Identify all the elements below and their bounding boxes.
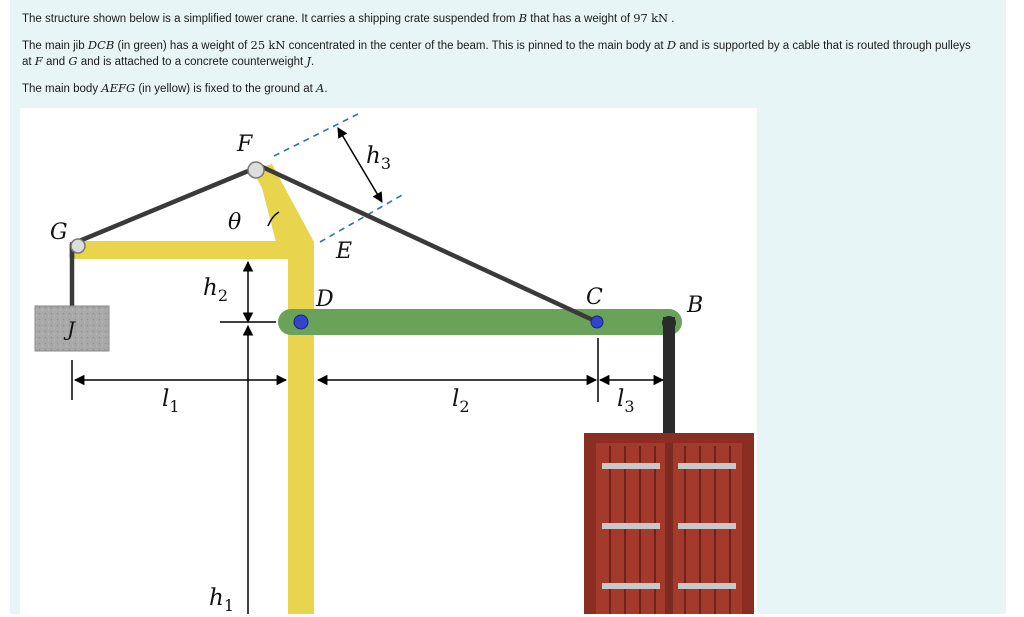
h3-dimension-arrow xyxy=(337,127,383,203)
theta-arc xyxy=(267,211,280,227)
crate-lock-bar xyxy=(678,523,736,529)
dim-subscript: 2 xyxy=(218,286,228,305)
text-segment: and xyxy=(42,56,69,68)
main-body-apex xyxy=(252,164,314,260)
math-var-f: F xyxy=(34,54,43,68)
text-segment: . xyxy=(668,13,675,25)
math-var-d: D xyxy=(666,38,677,52)
math-var-b: B xyxy=(518,11,528,25)
text-segment: The main jib xyxy=(22,40,88,52)
math-var-dcb: DCB xyxy=(87,38,115,52)
text-segment: and is attached to a concrete counterwei… xyxy=(77,56,307,68)
dim-subscript: 2 xyxy=(459,397,469,416)
pulley-g xyxy=(70,238,86,254)
label-l1: l1 xyxy=(162,386,180,416)
counterweight-j xyxy=(34,305,110,352)
crate-lock-bar xyxy=(678,463,736,469)
text-segment: concentrated in the center of the beam. … xyxy=(285,40,667,52)
label-d: D xyxy=(315,287,334,312)
weight-unit: kN xyxy=(268,38,286,52)
label-j: J xyxy=(63,317,76,341)
dim-var: h xyxy=(203,275,218,301)
pin-d xyxy=(293,314,309,330)
dim-var: l xyxy=(617,386,624,412)
math-var-g: G xyxy=(68,54,78,68)
hoist-cable xyxy=(663,317,675,447)
pulley-f xyxy=(247,161,265,179)
question-panel: The structure shown below is a simplifie… xyxy=(10,0,1006,614)
text-segment: . xyxy=(324,83,328,95)
label-h3: h3 xyxy=(366,143,391,173)
crate-lock-bar xyxy=(602,523,660,529)
label-theta: θ xyxy=(228,210,241,235)
crate-lock-bar xyxy=(678,583,736,589)
math-var-j: J xyxy=(306,54,312,68)
label-l2: l2 xyxy=(452,386,470,416)
hoist-sheave xyxy=(662,316,676,330)
jib-weight-value: 25 xyxy=(250,38,266,52)
label-e: E xyxy=(335,239,352,264)
dim-subscript: 3 xyxy=(381,154,391,173)
label-h2: h2 xyxy=(203,275,228,305)
crane-diagram: F G E D C B J θ h3 h2 h1 l1 l2 l3 xyxy=(20,108,757,614)
label-b: B xyxy=(686,293,703,318)
crate-left-post xyxy=(584,433,596,614)
problem-paragraph-2: The main jib DCB (in green) has a weight… xyxy=(22,38,982,70)
crate-door-seam xyxy=(665,443,673,614)
text-segment: (in yellow) is fixed to the ground at xyxy=(135,83,317,95)
dim-subscript: 3 xyxy=(624,397,634,416)
text-segment: The main body xyxy=(22,83,102,95)
math-var-aefg: AEFG xyxy=(101,81,136,95)
label-c: C xyxy=(586,285,603,310)
label-h1: h1 xyxy=(209,585,234,614)
crate-top-rail xyxy=(584,433,754,443)
dim-subscript: 1 xyxy=(224,596,234,614)
problem-paragraph-1: The structure shown below is a simplifie… xyxy=(22,11,675,27)
label-f: F xyxy=(236,132,253,157)
main-body-arm xyxy=(72,241,314,259)
dim-var: h xyxy=(209,585,224,611)
crate-lock-bar xyxy=(602,463,660,469)
math-var-a: A xyxy=(316,81,325,95)
text-segment: and is supported by a cable that is rout… xyxy=(22,40,971,68)
text-segment: (in green) has a weight of xyxy=(114,40,251,52)
crate-lock-bar xyxy=(602,583,660,589)
text-segment: . xyxy=(311,56,315,68)
dim-var: l xyxy=(452,386,459,412)
main-body-mast xyxy=(288,242,314,614)
problem-paragraph-3: The main body AEFG (in yellow) is fixed … xyxy=(22,81,328,97)
label-l3: l3 xyxy=(617,386,635,416)
dim-var: l xyxy=(162,386,169,412)
crate-weight-value: 97 xyxy=(633,11,648,25)
dim-var: h xyxy=(366,143,381,169)
crane-diagram-svg: F G E D C B J θ h3 h2 h1 l1 l2 l3 xyxy=(34,113,754,614)
main-jib-dcb xyxy=(278,309,682,335)
pin-c xyxy=(590,315,604,329)
text-segment: The structure shown below is a simplifie… xyxy=(22,13,519,25)
h3-dashed-line-top xyxy=(273,113,359,157)
text-segment: that has a weight of xyxy=(527,13,634,25)
shipping-crate xyxy=(584,433,754,614)
weight-unit: kN xyxy=(651,11,669,25)
main-body-aefg xyxy=(72,164,314,614)
h3-dashed-line-bottom xyxy=(319,193,405,243)
cable-f-to-c xyxy=(257,162,596,324)
dim-subscript: 1 xyxy=(169,397,179,416)
crate-right-post xyxy=(742,433,754,614)
label-g: G xyxy=(50,220,68,245)
